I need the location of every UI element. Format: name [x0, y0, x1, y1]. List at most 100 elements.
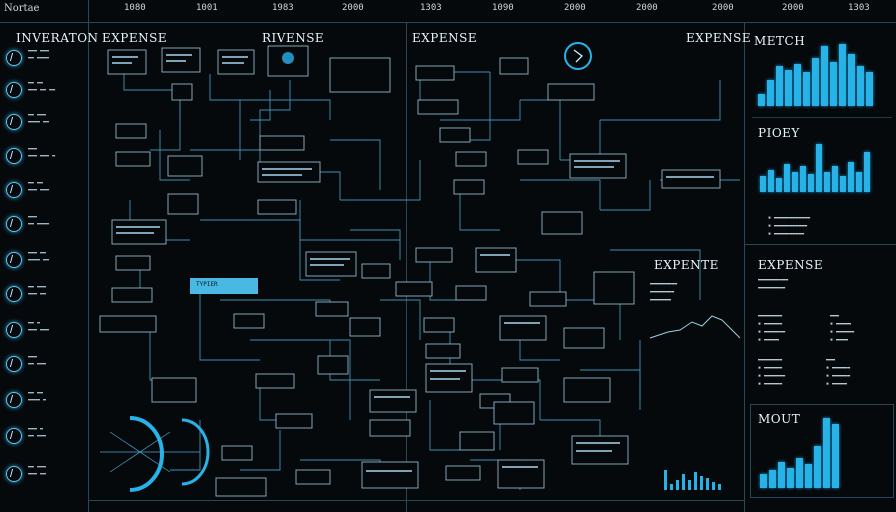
- bar: [866, 72, 873, 106]
- status-icon: [6, 286, 22, 302]
- mini-bars: [664, 470, 721, 490]
- status-icon: [6, 428, 22, 444]
- status-icon: [6, 466, 22, 482]
- year-tick: 1001: [196, 3, 218, 13]
- section-title-expense-3: EXPENSE: [686, 31, 752, 45]
- arc-rays: [100, 431, 200, 473]
- section-title-expense-5: EXPENSE: [758, 258, 824, 272]
- status-icon: [6, 322, 22, 338]
- list-block-b: ▬▬▬ ▪ ▬▬▬▬▬ ▪ ▬▬▬▬▬▬ ▪ ▬▬▬▬: [830, 313, 855, 343]
- section-title-expense-4: EXPENTE: [654, 258, 719, 272]
- status-icon: [6, 252, 22, 268]
- list-item[interactable]: ▬▬▬ ▬▬▬ ▬▬▬: [4, 426, 86, 450]
- arc-left: [129, 416, 164, 492]
- bar: [785, 70, 792, 106]
- mout-bar-chart: [760, 416, 839, 488]
- expense-4-details: ▬▬▬▬▬▬▬▬▬ ▬▬▬▬▬▬▬▬ ▬▬▬▬▬▬▬: [650, 281, 678, 303]
- mid-divider: [406, 22, 407, 512]
- mout-panel: [750, 404, 894, 498]
- metrics-bar-chart: [758, 42, 873, 106]
- list-item[interactable]: ▬▬ ▬▬▬▬ ▬▬▬: [4, 320, 86, 344]
- circle-node: [564, 42, 592, 70]
- bar: [760, 474, 767, 488]
- year-tick: 1090: [492, 3, 514, 13]
- list-item[interactable]: ▬▬▬ ▬▬▬▬▬ ▬▬▬▬: [4, 48, 86, 72]
- year-tick: 2000: [636, 3, 658, 13]
- year-tick: 2000: [342, 3, 364, 13]
- list-item[interactable]: ▬▬▬ ▬▬▬▬▬▬ ▬▬: [4, 250, 86, 274]
- bar: [776, 178, 782, 192]
- bar: [824, 172, 830, 192]
- bar: [857, 66, 864, 106]
- status-icon: [6, 392, 22, 408]
- bar: [794, 64, 801, 106]
- list-item[interactable]: ▬▬ ▬▬▬▬▬▬▬ ▬▬: [4, 112, 86, 136]
- year-tick: 1303: [420, 3, 442, 13]
- bar: [816, 144, 822, 192]
- bar: [840, 176, 846, 192]
- bar: [839, 44, 846, 106]
- piset-title: PIOEY: [758, 126, 800, 140]
- piset-bar-chart: [760, 140, 870, 192]
- left-panel-title: INVERATON: [16, 31, 99, 45]
- year-tick: 1983: [272, 3, 294, 13]
- list-item[interactable]: ▬▬▬▬▬ ▬▬▬▬: [4, 214, 86, 238]
- year-tick: 1303: [848, 3, 870, 13]
- trend-line: [649, 315, 741, 339]
- list-item[interactable]: ▬▬▬▬▬▬ ▬▬▬ ▬: [4, 146, 86, 170]
- left-panel: ▬▬▬ ▬▬▬▬▬ ▬▬▬▬ ▬▬ ▬▬▬▬▬ ▬▬ ▬▬ ▬▬ ▬▬▬▬▬▬▬…: [0, 24, 88, 512]
- right-split: [744, 244, 896, 245]
- bottom-divider: [88, 500, 744, 501]
- bar: [800, 166, 806, 192]
- left-divider: [88, 0, 89, 512]
- status-icon: [6, 114, 22, 130]
- bar: [796, 458, 803, 488]
- status-icon: [6, 148, 22, 164]
- expense-5-details: ▬▬▬▬▬▬▬▬▬▬ ▬▬▬▬▬▬▬▬▬: [758, 277, 789, 291]
- list-item[interactable]: ▬▬▬▬▬ ▬▬▬: [4, 354, 86, 378]
- bar: [808, 174, 814, 192]
- metrics-title: METCH: [754, 34, 806, 48]
- section-title-expense: EXPENSE: [102, 31, 168, 45]
- node-boxes: [99, 45, 721, 497]
- status-icon: [6, 182, 22, 198]
- bar: [760, 176, 766, 192]
- highlight-label: TYPIER: [196, 281, 218, 288]
- list-item[interactable]: ▬▬ ▬▬▬▬▬ ▬▬▬: [4, 180, 86, 204]
- status-icon: [6, 356, 22, 372]
- list-block-c: ▬▬▬▬▬▬▬▬ ▪ ▬▬▬▬▬▬ ▪ ▬▬▬▬▬▬▬ ▪ ▬▬▬▬▬▬: [758, 357, 786, 387]
- timeline-header: Nortae 1080 1001 1983 2000 1303 1090 200…: [0, 0, 896, 22]
- metrics-divider: [752, 117, 892, 118]
- bar: [821, 46, 828, 106]
- bar: [792, 172, 798, 192]
- header-divider: [0, 22, 896, 23]
- bar: [864, 152, 870, 192]
- bar: [856, 172, 862, 192]
- header-label: Nortae: [4, 3, 40, 14]
- list-block-a: ▬▬▬▬▬▬▬▬ ▪ ▬▬▬▬▬▬ ▪ ▬▬▬▬▬▬▬ ▪ ▬▬▬▬▬: [758, 313, 786, 343]
- bar: [769, 470, 776, 488]
- year-tick: 1080: [124, 3, 146, 13]
- bar: [784, 164, 790, 192]
- list-item[interactable]: ▬▬ ▬▬▬▬▬▬ ▬▬: [4, 284, 86, 308]
- bar: [812, 58, 819, 106]
- bar: [803, 72, 810, 106]
- node-text-lines: [112, 54, 714, 472]
- list-item[interactable]: ▬▬ ▬▬▬▬▬▬ ▬: [4, 390, 86, 414]
- status-icon: [6, 216, 22, 232]
- bar: [758, 94, 765, 106]
- bar: [848, 54, 855, 106]
- year-tick: 2000: [712, 3, 734, 13]
- list-block-d: ▬▬▬ ▪ ▬▬▬▬▬▬ ▪ ▬▬▬▬▬▬ ▪ ▬▬▬▬▬: [826, 357, 851, 387]
- bar: [832, 166, 838, 192]
- list-item[interactable]: ▬▬ ▬▬▬▬▬▬ ▬▬: [4, 464, 86, 488]
- bar: [832, 424, 839, 488]
- bar: [823, 418, 830, 488]
- bar: [814, 446, 821, 488]
- section-title-expense-2: EXPENSE: [412, 31, 478, 45]
- arc-right: [181, 418, 210, 486]
- bar: [787, 468, 794, 488]
- list-item[interactable]: ▬▬ ▬▬▬▬▬ ▬▬ ▬▬: [4, 80, 86, 104]
